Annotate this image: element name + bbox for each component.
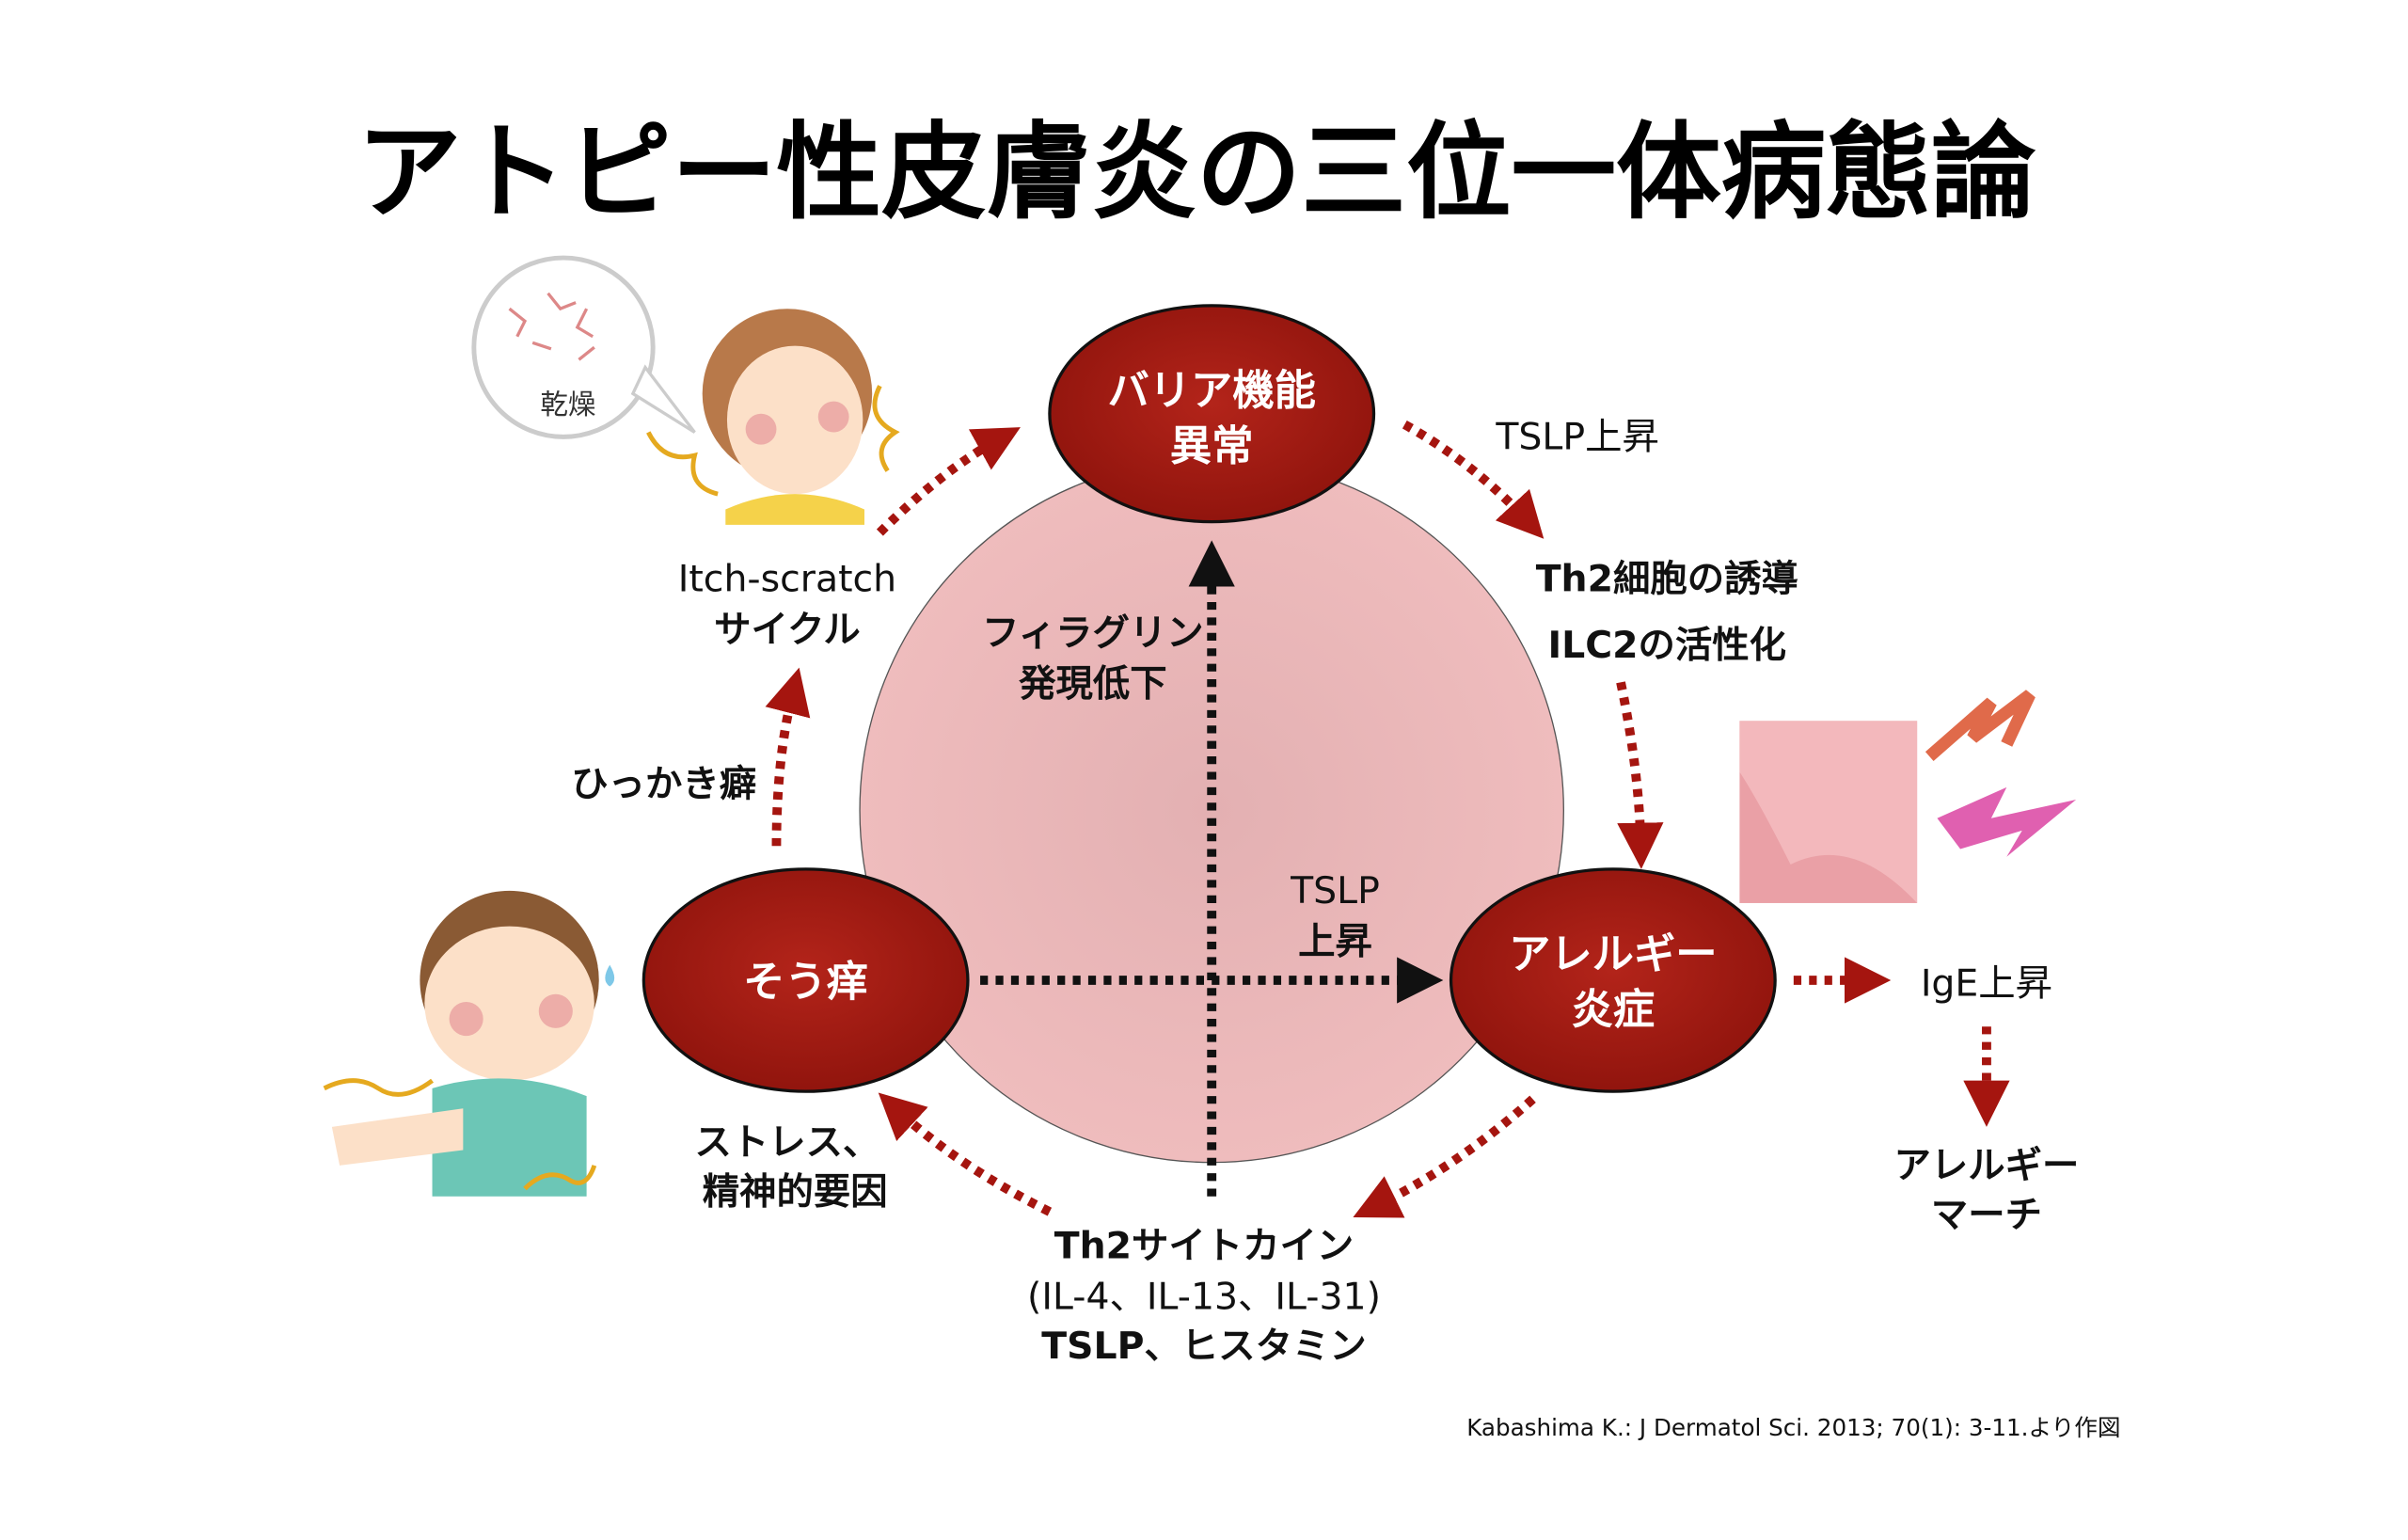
node-allergy-line2: 炎症 xyxy=(1572,986,1656,1034)
filaggrin-label-2: 発現低下 xyxy=(1019,662,1167,706)
dry-bubble-label: 乾燥 xyxy=(540,389,595,421)
boy-itching-illustration xyxy=(323,890,615,1197)
page-title: アトピー性皮膚炎の三位一体病態論 xyxy=(356,112,2036,234)
itch-scratch-label: Itch-scratch xyxy=(678,557,896,600)
citation: Kabashima K.: J Dermatol Sci. 2013; 70(1… xyxy=(1466,1414,2120,1441)
tslp-center-label-2: 上昇 xyxy=(1298,920,1372,963)
scratch-habit-label: ひっかき癖 xyxy=(571,763,756,806)
arrow-cytokines-to-itch xyxy=(878,1092,1053,1216)
node-itch-label: そう痒 xyxy=(743,958,868,1006)
arrow-itch-to-barrier xyxy=(876,427,1021,536)
stress-label: ストレス、 xyxy=(695,1120,880,1164)
red-arrows xyxy=(765,420,2010,1218)
arrow-th2-to-allergy xyxy=(1616,681,1664,869)
allergic-march-label-2: マーチ xyxy=(1931,1194,2042,1237)
itch-scratch-label-2: サイクル xyxy=(714,609,861,652)
speech-bubble xyxy=(471,255,656,439)
allergic-march-label: アレルギー xyxy=(1894,1144,2080,1187)
cytokines-label-2: (IL-4、IL-13、IL-31) xyxy=(1027,1276,1381,1319)
arrow-itch-up xyxy=(765,667,811,847)
th2-induction-label: Th2細胞の誘導 xyxy=(1536,557,1798,600)
arrow-allergy-to-cytokines xyxy=(1353,1095,1536,1218)
ige-label: IgE上昇 xyxy=(1921,961,2052,1005)
stress-label-2: 精神的要因 xyxy=(703,1170,888,1214)
node-barrier: バリア機能 異常 xyxy=(1048,304,1376,524)
cytokines-label-3: TSLP、ヒスタミン xyxy=(1041,1325,1366,1368)
arrow-barrier-tslp xyxy=(1402,420,1545,539)
allergy-skin-illustration xyxy=(1739,690,2077,903)
ilc2-label: ILC2の活性化 xyxy=(1548,624,1787,667)
cytokines-label: Th2サイトカイン xyxy=(1054,1224,1354,1267)
tslp-top-label: TSLP上昇 xyxy=(1495,416,1658,459)
filaggrin-label: フィラグリン xyxy=(982,611,1203,655)
girl-dry-skin-illustration: 乾燥 xyxy=(471,255,900,525)
node-barrier-line2: 異常 xyxy=(1170,422,1254,470)
node-allergy-line1: アレルギー xyxy=(1509,930,1717,978)
node-barrier-line1: バリア機能 xyxy=(1107,367,1316,415)
tslp-center-label: TSLP xyxy=(1290,869,1380,913)
node-allergy: アレルギー 炎症 xyxy=(1449,867,1777,1093)
node-itch: そう痒 xyxy=(642,867,970,1093)
